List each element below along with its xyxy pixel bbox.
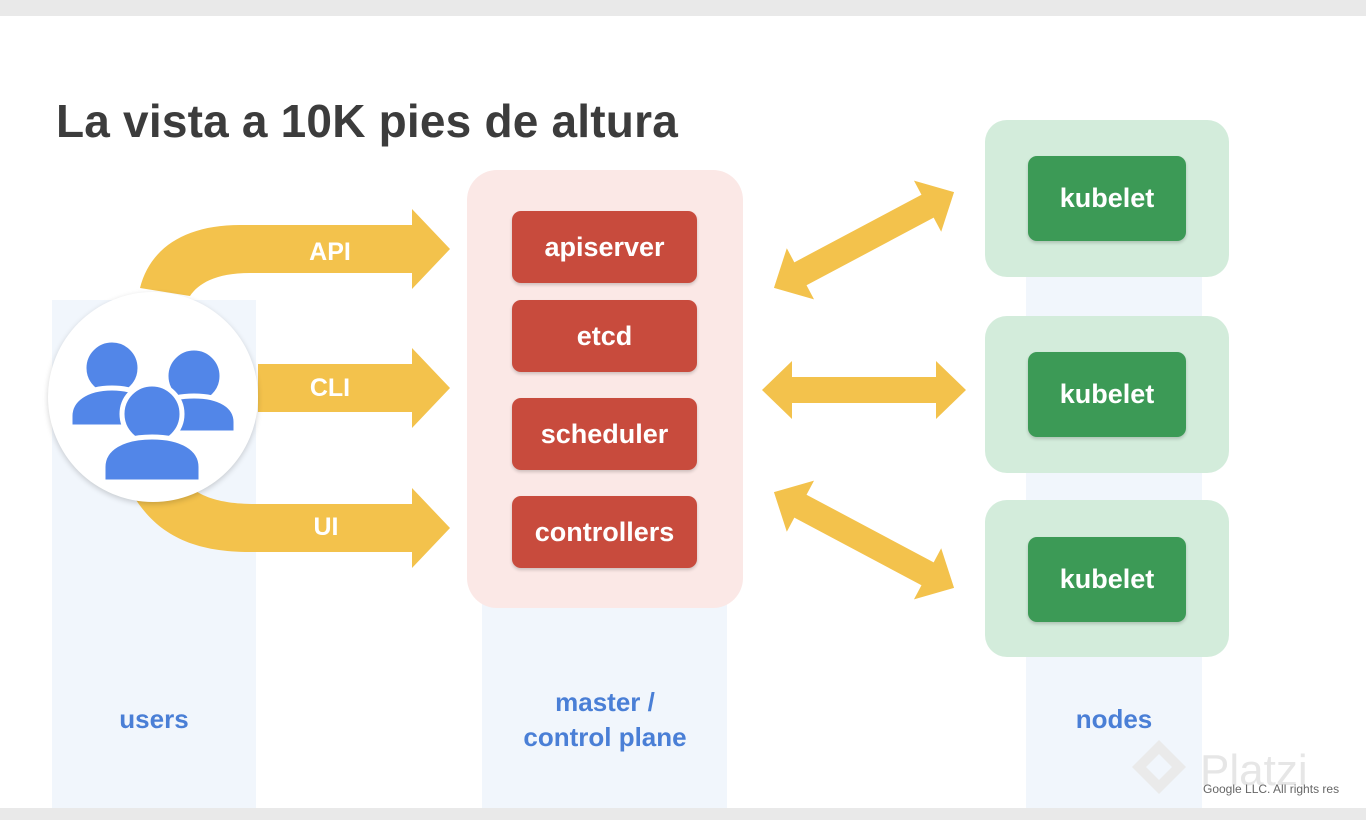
cli-arrow <box>258 348 450 428</box>
kubelet-box-1: kubelet <box>1028 156 1186 241</box>
api-arrow <box>140 209 450 296</box>
node2-double-arrow <box>762 361 966 419</box>
platzi-watermark: Platzi <box>1200 746 1308 795</box>
users-group-icon <box>67 337 239 485</box>
cli-label: CLI <box>309 374 351 402</box>
api-label: API <box>309 238 351 266</box>
slide: La vista a 10K pies de altura API CLI UI <box>0 16 1366 808</box>
users-column-label: users <box>119 704 189 734</box>
ui-label: UI <box>313 513 339 541</box>
apiserver-box: apiserver <box>512 211 697 283</box>
master-column-label-line2: control plane <box>523 722 687 752</box>
node1-double-arrow <box>773 180 955 300</box>
master-column-label-line1: master / <box>555 687 655 717</box>
controllers-box: controllers <box>512 496 697 568</box>
slide-title: La vista a 10K pies de altura <box>56 95 678 147</box>
kubelet-box-2: kubelet <box>1028 352 1186 437</box>
copyright-footer: Google LLC. All rights res <box>1203 782 1340 796</box>
ui-arrow <box>136 486 450 568</box>
etcd-box: etcd <box>512 300 697 372</box>
platzi-logo-icon <box>1132 740 1186 794</box>
node3-double-arrow <box>773 480 955 600</box>
users-circle <box>48 292 258 502</box>
nodes-column-label: nodes <box>1075 704 1153 734</box>
arrows-layer <box>136 180 966 600</box>
scheduler-box: scheduler <box>512 398 697 470</box>
kubelet-box-3: kubelet <box>1028 537 1186 622</box>
